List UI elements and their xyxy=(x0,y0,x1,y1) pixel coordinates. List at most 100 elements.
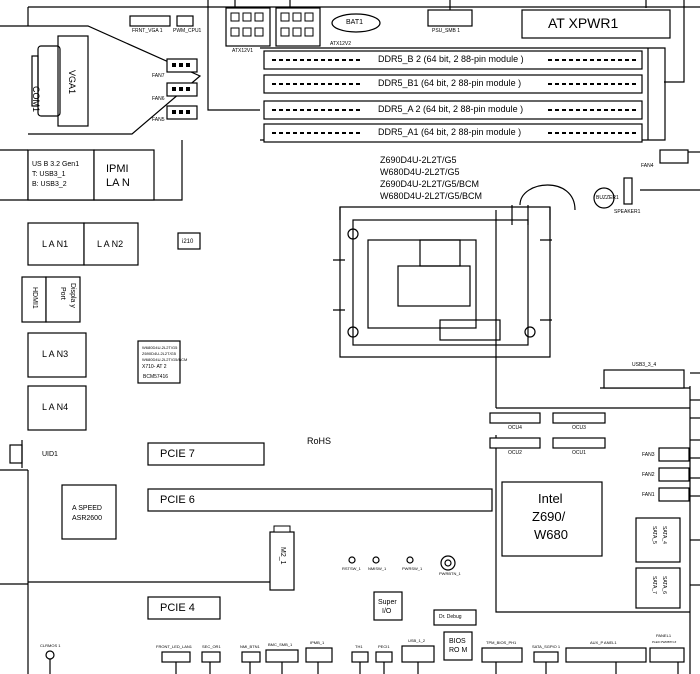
tpm-label: TPM_BIOS_PH1 xyxy=(486,640,517,645)
bat-label: BAT1 xyxy=(346,19,363,26)
fan3-label: FAN3 xyxy=(642,452,655,458)
uid-label: UID1 xyxy=(42,451,58,458)
i210-label: i210 xyxy=(182,239,194,245)
ocu3-label: OCU3 xyxy=(572,425,586,431)
model-4: W680D4U-2L2T/G5/BCM xyxy=(380,191,483,201)
sec-or-label: SEC_OR1 xyxy=(202,644,221,649)
lan3-label: L A N3 xyxy=(42,349,69,359)
hdmi-label: HDMI1 xyxy=(31,287,38,309)
pcie6-label: PCIE 6 xyxy=(160,494,195,506)
atx12v1-label: ATX12V1 xyxy=(232,48,254,54)
bios-rom xyxy=(443,631,473,661)
speaker-header xyxy=(623,177,633,205)
bios-label: BIOS xyxy=(449,638,466,645)
dp-label: Displa y xyxy=(69,283,76,308)
fan4-label: FAN4 xyxy=(641,163,654,169)
onboard-leds xyxy=(348,555,456,571)
model-3: Z690D4U-2L2T/G5/BCM xyxy=(380,179,480,189)
pcie-slots xyxy=(147,442,493,620)
ddr-a1-label: DDR5_A1 (64 bit, 2 88-pin module ) xyxy=(378,127,522,137)
atx12v2-label: ATX12V2 xyxy=(330,41,352,47)
usb-bottom: B: USB3_2 xyxy=(32,181,67,188)
com-label: COM1 xyxy=(31,86,41,113)
superio-label: Super xyxy=(378,599,397,606)
ddr-slots xyxy=(263,50,643,143)
usb-title: US B 3.2 Gen1 xyxy=(32,161,80,168)
pwm-cpu-label: PWM_CPU1 xyxy=(173,28,202,34)
bcm-chip xyxy=(137,340,181,384)
fan2-label: FAN2 xyxy=(642,472,655,478)
model-2: W680D4U-2L2T/G5 xyxy=(380,167,460,177)
lan2-label: L A N2 xyxy=(97,239,124,249)
speaker-label: SPEAKER1 xyxy=(614,209,641,215)
ipmi-lan-label: LA N xyxy=(106,177,130,189)
ddr-b1-label: DDR5_B1 (64 bit, 2 88-pin module ) xyxy=(378,78,522,88)
ocu1-label: OCU1 xyxy=(572,450,586,456)
rohs-label: RoHS xyxy=(307,436,332,446)
oculink-connectors xyxy=(489,412,606,449)
intel-z690: Z690/ xyxy=(532,509,566,524)
dr-debug xyxy=(433,609,477,626)
aux-panel-label: AUX_P ANEL1 xyxy=(590,640,617,645)
nmisw-label: NMISW_1 xyxy=(368,566,387,571)
ipmi-label: IPMI xyxy=(106,163,129,175)
sata6-label: SATA_6 xyxy=(661,576,667,594)
sata-sgpio-label: SATA_SGPIO 1 xyxy=(532,644,561,649)
model-1: Z690D4U-2L2T/G5 xyxy=(380,155,457,165)
buzzer-icon xyxy=(593,187,615,209)
sata5-label: SATA_5 xyxy=(651,526,657,544)
dp-label-2: Port xyxy=(59,287,66,300)
aspeed-label: A SPEED xyxy=(72,505,102,512)
usb3-header xyxy=(603,369,685,389)
th-label: TH1 xyxy=(355,644,363,649)
bios-label-2: RO M xyxy=(449,647,468,654)
ddr-a2-label: DDR5_A 2 (64 bit, 2 88-pin module ) xyxy=(378,104,524,114)
vga-label: VGA1 xyxy=(67,70,77,95)
i210-chip xyxy=(177,232,201,250)
fan6-label: FAN6 xyxy=(152,96,165,102)
sata4-label: SATA_4 xyxy=(661,526,667,544)
panel-pins-label: PLED PWRBTN # xyxy=(652,640,677,644)
m2-slot xyxy=(28,525,295,591)
sata7-label: SATA_7 xyxy=(651,576,657,594)
buzzer-label: BUZZER1 xyxy=(596,195,619,201)
pcie7-label: PCIE 7 xyxy=(160,448,195,460)
frnt-vga-label: FRNT_VGA 1 xyxy=(132,28,163,34)
ocu2-label: OCU2 xyxy=(508,450,522,456)
bcm-line-2: Z690D4U-2L2T/G5 xyxy=(142,351,177,356)
usb34-label: USB3_3_4 xyxy=(632,362,657,368)
nmi-btn-label: NMI_BTN1 xyxy=(240,644,260,649)
lan1-label: L A N1 xyxy=(42,239,69,249)
rstsw-label: RSTSW_1 xyxy=(342,566,361,571)
cpu-socket xyxy=(333,184,576,346)
peci-label: PECI1 xyxy=(378,644,390,649)
bottom-headers xyxy=(45,645,685,663)
drdebug-label: Dr. Debug xyxy=(439,614,462,620)
super-io-chip xyxy=(373,591,403,621)
bmc-smb-label: BMC_SMB_1 xyxy=(268,642,293,647)
fan-headers-right xyxy=(658,149,690,502)
intel-w680: W680 xyxy=(534,527,568,542)
psu-smb-label: PSU_SMB 1 xyxy=(432,28,461,34)
top-connectors xyxy=(129,7,671,47)
bcm-name: BCM57416 xyxy=(143,374,169,380)
usb-top: T: USB3_1 xyxy=(32,171,66,178)
atxpwr-label: AT XPWR1 xyxy=(548,15,619,31)
ocu4-label: OCU4 xyxy=(508,425,522,431)
m2-label: M2_1 xyxy=(279,547,286,565)
fan5-label: FAN5 xyxy=(152,117,165,123)
ddr-b2-label: DDR5_B 2 (64 bit, 2 88-pin module ) xyxy=(378,54,524,64)
rear-io xyxy=(9,149,155,464)
vga-com-connector xyxy=(31,35,89,127)
pwrsw-label: PWRSW_1 xyxy=(402,566,423,571)
bcm-line-1: W680D4U-2L2T/G5 xyxy=(142,345,178,350)
fan1-label: FAN1 xyxy=(642,492,655,498)
usb12-label: USB_1_2 xyxy=(408,638,426,643)
bcm-line-3: W680D4U-2L2T/G5/BCM xyxy=(142,357,188,362)
front-led-lan-label: FRONT_LED_LAN1 xyxy=(156,644,193,649)
superio-label-2: I/O xyxy=(382,608,392,615)
pwrbtn-led-label: PWRBTN_1 xyxy=(439,571,461,576)
pcie4-label: PCIE 4 xyxy=(160,602,195,614)
aspeed-model: ASR2600 xyxy=(72,515,102,522)
